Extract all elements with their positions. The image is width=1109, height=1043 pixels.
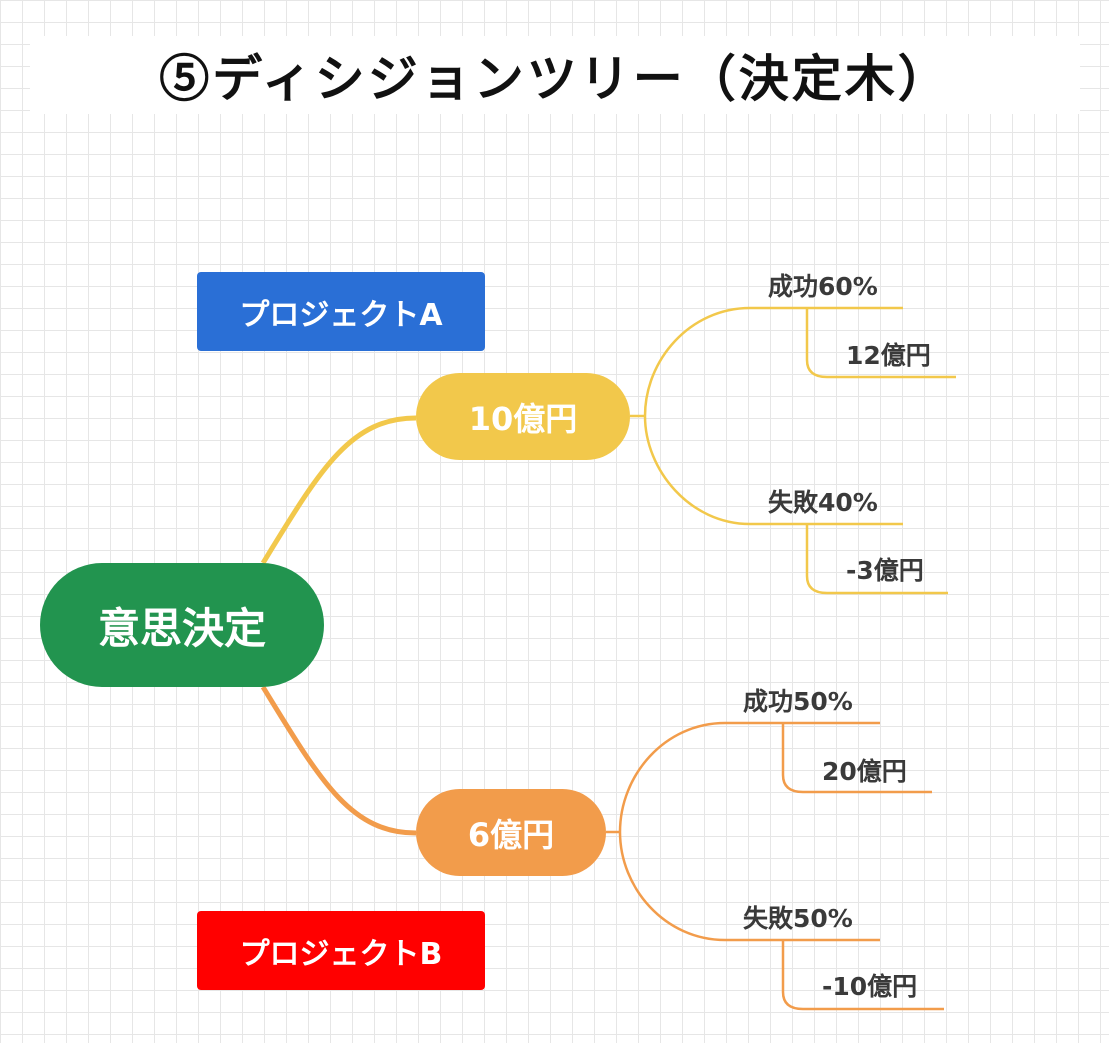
project-a-success-label: 成功60% <box>768 272 878 301</box>
project-a-success-value: 12億円 <box>846 341 931 370</box>
project-b-failure-label: 失敗50% <box>743 904 853 933</box>
connector-b-failure <box>618 831 880 942</box>
connector-root-a <box>260 415 417 565</box>
project-a-failure-label: 失敗40% <box>768 488 878 517</box>
connector-a-success-value <box>805 308 956 379</box>
connector-b-success-value <box>781 723 932 794</box>
connector-root-b <box>260 685 417 836</box>
page-title: ⑤ディシジョンツリー（決定木） <box>159 49 951 108</box>
connector-b-failure-value <box>781 940 944 1011</box>
project-b-cost-node: 6億円 <box>416 789 606 876</box>
connector-a-success <box>643 306 903 417</box>
project-a-cost-node: 10億円 <box>416 373 630 460</box>
project-b-failure-value: -10億円 <box>822 972 918 1001</box>
project-a-tag: プロジェクトA <box>197 272 485 351</box>
connector-a-failure-value <box>805 524 948 595</box>
project-b-success-value: 20億円 <box>822 757 907 786</box>
connector-b-success <box>618 721 880 833</box>
project-b-tag: プロジェクトB <box>197 911 485 990</box>
project-a-failure-value: -3億円 <box>846 556 924 585</box>
root-node: 意思決定 <box>40 563 324 687</box>
project-b-success-label: 成功50% <box>743 687 853 716</box>
connector-a-failure <box>643 415 903 526</box>
title-bar: ⑤ディシジョンツリー（決定木） <box>30 36 1080 114</box>
